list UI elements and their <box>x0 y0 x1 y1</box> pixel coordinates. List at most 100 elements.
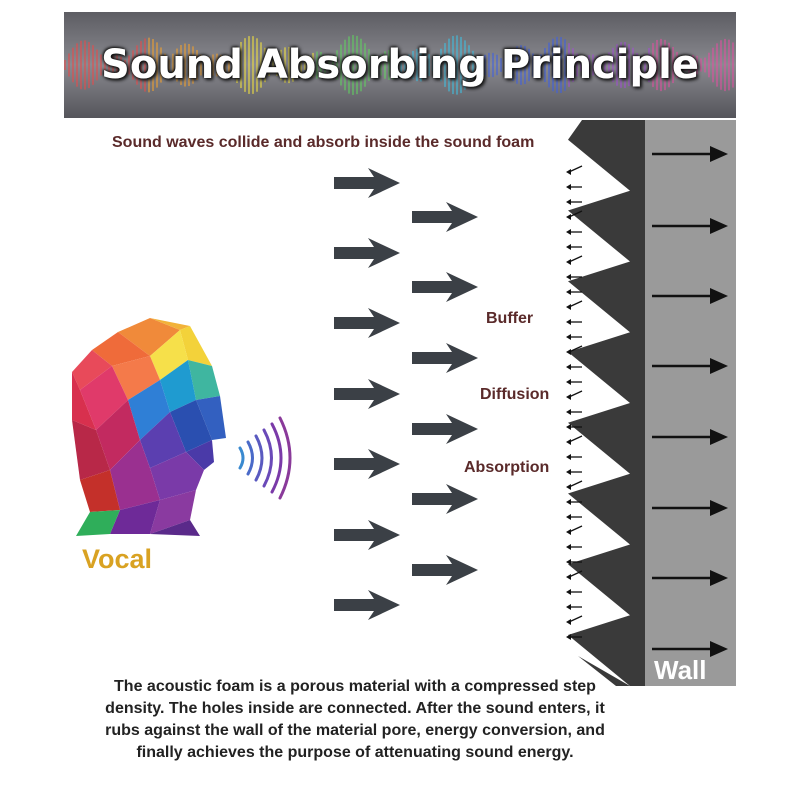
banner-wave-bar <box>256 38 258 92</box>
arrow-right-icon <box>334 449 400 479</box>
banner-wave-bar <box>392 50 394 80</box>
banner-wave-bar <box>340 44 342 86</box>
banner-wave-bar <box>176 48 178 82</box>
reflect-arrow-head <box>566 349 571 355</box>
banner-wave-bar <box>484 54 486 76</box>
reflect-arrow-head <box>566 244 571 250</box>
banner-wave-bar <box>684 58 686 72</box>
banner-wave-bar <box>600 58 602 72</box>
banner-wave-bar <box>348 36 350 94</box>
banner-wave-bar <box>212 54 214 76</box>
banner-wave-bar <box>440 48 442 82</box>
arrow-right-icon <box>412 202 478 232</box>
banner-wave-bar <box>104 59 106 71</box>
reflect-arrow-line <box>568 525 583 533</box>
banner-wave-bar <box>360 38 362 92</box>
arrow-right-icon <box>334 308 400 338</box>
banner-wave-bar <box>344 39 346 91</box>
banner-wave-bar <box>536 59 538 71</box>
banner-wave-bar <box>276 54 278 76</box>
reflect-arrow-head <box>566 529 571 535</box>
banner-wave-bar <box>564 39 566 91</box>
banner-wave-bar <box>616 44 618 86</box>
description: The acoustic foam is a porous material w… <box>105 678 605 761</box>
reflect-arrow-head <box>566 619 571 625</box>
banner-wave-bar <box>248 36 250 94</box>
reflected-sound-arrows <box>566 165 583 640</box>
banner-wave-bar <box>84 40 86 90</box>
banner-wave-bar <box>156 42 158 88</box>
banner-wave-bar <box>308 55 310 75</box>
banner-wave-bar <box>504 57 506 73</box>
banner-wave-bar <box>708 52 710 78</box>
banner-wave-bar <box>372 55 374 75</box>
reflect-arrow-head <box>566 334 571 340</box>
banner-wave-bar <box>264 47 266 83</box>
reflect-arrow-line <box>568 480 583 488</box>
banner-wave-bar <box>472 50 474 80</box>
banner-wave-bar <box>144 38 146 92</box>
banner-wave-bar <box>240 41 242 89</box>
wall-arrow-head <box>710 641 728 657</box>
reflect-arrow-head <box>566 499 571 505</box>
banner-wave-bar <box>488 52 490 78</box>
banner-wave-bar <box>376 59 378 71</box>
banner-wave-bar <box>388 50 390 80</box>
banner-wave-bar <box>172 53 174 77</box>
arrow-right-icon <box>412 343 478 373</box>
banner-wave-bar <box>568 43 570 87</box>
reflect-arrow-head <box>566 544 571 550</box>
title-banner: Sound Absorbing Principle <box>64 12 736 118</box>
banner-wave-bar <box>508 53 510 77</box>
banner-wave-bar <box>424 50 426 80</box>
label-diffusion: Diffusion <box>480 386 550 403</box>
banner-wave-bar <box>416 48 418 82</box>
banner-wave-bar <box>64 60 66 70</box>
banner-wave-bar <box>692 55 694 75</box>
banner-wave-bar <box>112 55 114 75</box>
banner-wave-bar <box>624 41 626 89</box>
banner-wave-bar <box>448 38 450 92</box>
reflect-arrow-head <box>566 424 571 430</box>
banner-wave-bar <box>188 44 190 86</box>
banner-wave-bar <box>352 35 354 95</box>
arrow-right-icon <box>334 238 400 268</box>
reflect-arrow-line <box>568 435 583 443</box>
wall-arrow-head <box>710 358 728 374</box>
banner-wave-bar <box>284 47 286 83</box>
wall <box>645 120 736 686</box>
reflect-arrow-head <box>566 394 571 400</box>
reflect-arrow-line <box>568 300 583 308</box>
banner-wave-bar <box>140 41 142 89</box>
banner-wave-bar <box>268 54 270 76</box>
banner-wave-bar <box>96 49 98 81</box>
label-wall: Wall <box>654 655 707 685</box>
banner-wave-bar <box>124 59 126 71</box>
banner-wave-bar <box>500 58 502 72</box>
banner-wave-bar <box>452 35 454 95</box>
reflect-arrow-line <box>568 255 583 263</box>
banner-wave-bar <box>672 46 674 84</box>
banner-wave-bar <box>580 58 582 72</box>
arrow-right-icon <box>334 379 400 409</box>
reflect-arrow-line <box>568 390 583 398</box>
banner-wave-bar <box>260 42 262 88</box>
reflect-arrow-head <box>566 589 571 595</box>
banner-wave-bar <box>244 38 246 92</box>
banner-wave-bar <box>132 50 134 80</box>
banner-wave-bar <box>404 58 406 72</box>
banner-wave-bar <box>380 54 382 76</box>
banner-wave-bar <box>216 53 218 77</box>
banner-wave-bar <box>120 56 122 74</box>
banner-wave-bar <box>608 52 610 78</box>
banner-wave-bar <box>320 51 322 79</box>
banner-wave-bar <box>420 48 422 82</box>
banner-wave-bar <box>384 51 386 79</box>
banner-wave-bar <box>72 47 74 83</box>
banner-wave-bar <box>496 54 498 76</box>
banner-wave-bar <box>316 51 318 79</box>
banner-wave-bar <box>200 54 202 76</box>
banner-wave-bar <box>204 59 206 71</box>
label-absorption: Absorption <box>464 459 550 476</box>
